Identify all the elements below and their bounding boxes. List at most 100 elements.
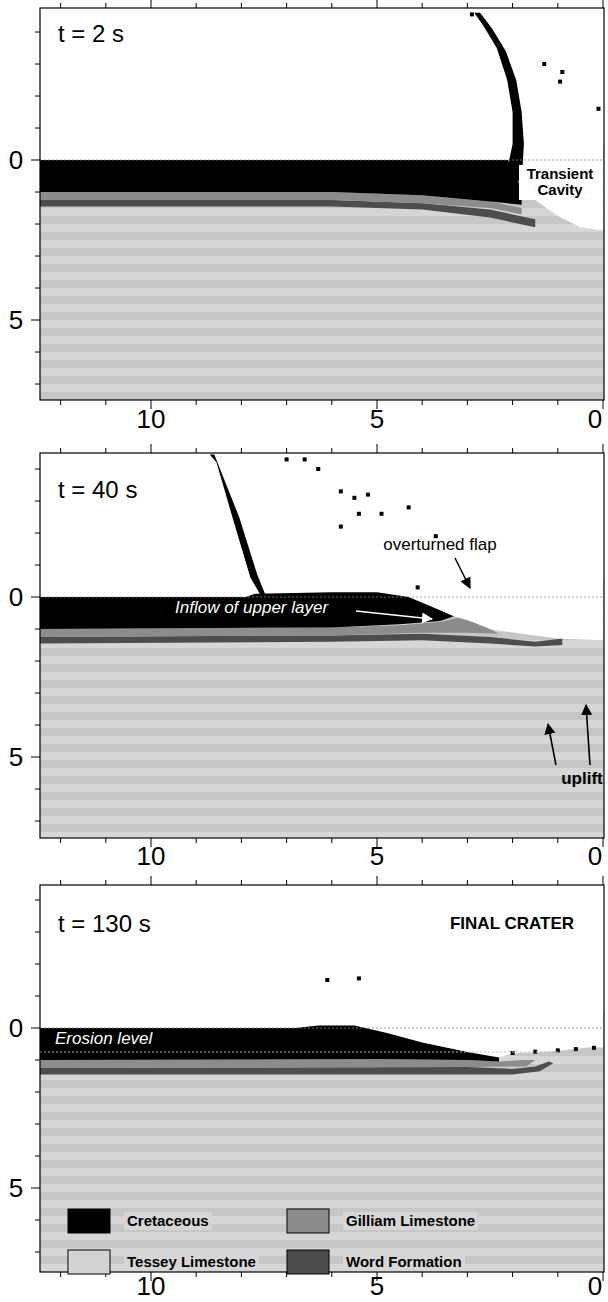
simulation-panel xyxy=(40,8,604,400)
tick xyxy=(331,1272,332,1277)
tick xyxy=(35,1124,40,1125)
tick xyxy=(31,597,40,598)
tick xyxy=(196,838,197,843)
simulation-panel xyxy=(40,453,604,838)
tick xyxy=(35,501,40,502)
tick xyxy=(512,838,513,843)
legend-swatch xyxy=(287,1250,329,1274)
debris xyxy=(542,62,546,66)
tick xyxy=(467,3,468,8)
panel-frame xyxy=(40,453,604,838)
tick xyxy=(35,1252,40,1253)
tick xyxy=(60,448,61,453)
axis-tick-label: 10 xyxy=(137,842,166,871)
axis-tick-label: 5 xyxy=(370,842,384,871)
tick xyxy=(196,880,197,885)
tick xyxy=(35,1156,40,1157)
tick xyxy=(241,880,242,885)
tick xyxy=(286,448,287,453)
tick xyxy=(196,3,197,8)
axis-tick-label: 0 xyxy=(588,1272,602,1301)
surface-line xyxy=(40,1028,604,1029)
air xyxy=(40,8,603,230)
tick xyxy=(35,789,40,790)
tick xyxy=(377,876,378,885)
tick xyxy=(35,900,40,901)
debris xyxy=(558,80,562,84)
axis-tick-label: 0 xyxy=(9,146,23,175)
panel-title: FINAL CRATER xyxy=(450,915,574,934)
tick xyxy=(105,400,106,405)
callout-label: Erosion level xyxy=(55,1030,152,1049)
air xyxy=(40,453,603,640)
tick xyxy=(377,0,378,8)
axis-tick-label: 5 xyxy=(9,743,23,772)
tick xyxy=(557,3,558,8)
tick xyxy=(35,629,40,630)
tick xyxy=(35,821,40,822)
tick xyxy=(331,400,332,405)
tick xyxy=(512,3,513,8)
tick xyxy=(151,876,152,885)
axis-tick-label: 0 xyxy=(9,583,23,612)
tick xyxy=(35,128,40,129)
tick xyxy=(467,1272,468,1277)
tick xyxy=(151,0,152,8)
tick xyxy=(35,693,40,694)
tick xyxy=(603,400,604,409)
tick xyxy=(35,565,40,566)
legend-label: Word Formation xyxy=(343,1253,465,1272)
time-label: t = 40 s xyxy=(58,477,137,503)
debris xyxy=(352,496,356,500)
leader-arrow xyxy=(455,558,470,588)
tick xyxy=(35,224,40,225)
tick xyxy=(603,838,604,847)
panel-frame xyxy=(40,8,604,400)
time-label: t = 130 s xyxy=(58,911,151,937)
leader-arrow xyxy=(586,705,590,765)
tick xyxy=(151,444,152,453)
legend-label: Gilliam Limestone xyxy=(343,1212,478,1231)
axis-tick-label: 10 xyxy=(137,405,166,434)
ejecta-curtain xyxy=(210,455,267,597)
debris xyxy=(574,1047,578,1051)
tick xyxy=(422,448,423,453)
axis-tick-label: 5 xyxy=(9,306,23,335)
tick xyxy=(35,661,40,662)
tick xyxy=(422,400,423,405)
tick xyxy=(286,880,287,885)
leader-arrow xyxy=(548,724,556,765)
tick xyxy=(60,400,61,405)
tick xyxy=(105,880,106,885)
tick xyxy=(241,838,242,843)
tick xyxy=(35,1092,40,1093)
tick xyxy=(35,64,40,65)
tick xyxy=(512,880,513,885)
tick xyxy=(35,96,40,97)
tick xyxy=(196,1272,197,1277)
tick xyxy=(603,876,604,885)
cavity-label: Transient Cavity xyxy=(519,165,601,200)
tick xyxy=(557,1272,558,1277)
tick xyxy=(241,400,242,405)
simulation-panel xyxy=(40,885,604,1272)
debris xyxy=(357,512,361,516)
tick xyxy=(422,880,423,885)
tick xyxy=(557,400,558,405)
callout-label: Inflow of upper layer xyxy=(175,599,328,618)
tick xyxy=(603,0,604,8)
debris xyxy=(316,467,320,471)
tick xyxy=(241,1272,242,1277)
debris xyxy=(303,457,307,461)
debris xyxy=(470,12,474,16)
panel-frame xyxy=(40,885,604,1272)
debris xyxy=(560,70,564,74)
tick xyxy=(60,1272,61,1277)
tick xyxy=(422,1272,423,1277)
legend-swatch xyxy=(68,1250,110,1274)
tick xyxy=(35,32,40,33)
debris xyxy=(416,585,420,589)
debris xyxy=(366,493,370,497)
tick xyxy=(35,932,40,933)
